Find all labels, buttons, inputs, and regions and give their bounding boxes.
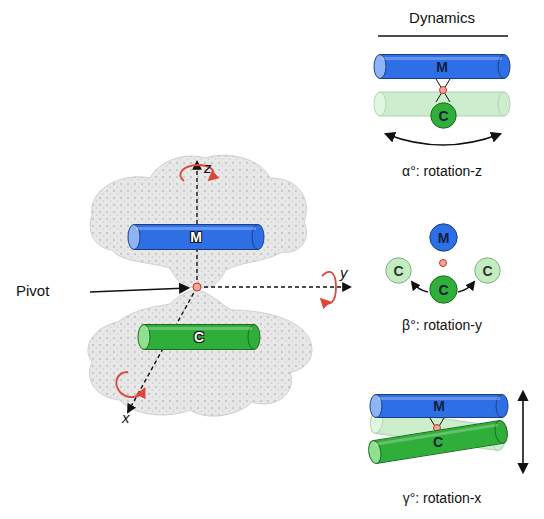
domain-letter: M — [436, 60, 448, 74]
pivot-pointer — [90, 288, 188, 292]
rotation-caption: β°: rotation-y — [402, 318, 482, 333]
rotation-arrows — [116, 165, 336, 397]
rotation-caption: γ°: rotation-x — [403, 491, 482, 506]
helix-cylinder: M — [128, 224, 264, 250]
domain-letter: M — [433, 399, 445, 413]
pivot-label: Pivot — [16, 283, 49, 300]
panel-heading: Dynamics — [409, 10, 475, 27]
pivot-dot — [440, 260, 447, 267]
helix-cylinder: M — [370, 394, 508, 418]
helix-end-circle: C — [430, 102, 457, 129]
helix-cylinder: C — [138, 324, 260, 350]
helix-end-circle: C — [385, 257, 412, 284]
axis-lines — [128, 162, 350, 412]
protein-surface — [88, 155, 312, 416]
pivot-dot — [193, 283, 201, 291]
axis-label: y — [340, 265, 348, 282]
rotation-caption: α°: rotation-z — [402, 164, 482, 179]
domain-letter: M — [190, 230, 202, 244]
axis-label: x — [122, 410, 130, 427]
axis-label: z — [204, 160, 212, 177]
domain-letter: C — [393, 264, 403, 278]
pivot-dot — [440, 87, 447, 94]
domain-letter: C — [438, 283, 448, 297]
domain-letter: C — [194, 330, 204, 344]
motion-arrow — [522, 392, 524, 472]
helix-end-circle: C — [474, 257, 501, 284]
domain-letter: C — [482, 264, 492, 278]
domain-letter: M — [438, 231, 450, 245]
helix-end-circle: M — [429, 223, 458, 252]
link-lines — [436, 79, 450, 102]
domain-letter: C — [433, 435, 443, 449]
helix-end-circle: C — [429, 275, 458, 304]
domain-letter: C — [438, 109, 448, 123]
header-rule — [378, 35, 508, 37]
helix-cylinder: M — [374, 54, 510, 79]
motion-arrow — [386, 134, 500, 145]
